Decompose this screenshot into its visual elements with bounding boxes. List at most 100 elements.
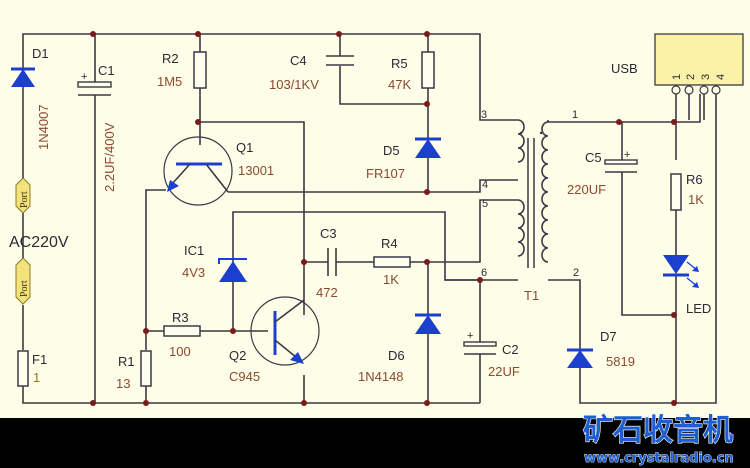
wire-f1-bottom (22, 386, 95, 404)
r6-ref: R6 (686, 172, 703, 187)
r4-value: 1K (383, 272, 399, 287)
t1-pin-6: 6 (481, 267, 487, 279)
r3-value: 100 (169, 344, 191, 359)
watermark-url: www.crystalradio.cn (584, 451, 734, 466)
t1-pin-1: 1 (572, 109, 578, 121)
capacitor-c2[interactable]: + C2 22UF (463, 330, 520, 379)
t1-pin-3: 3 (481, 109, 487, 121)
wire-c5-bottom (621, 172, 676, 316)
wire-c4-bottom (339, 66, 428, 105)
svg-text:+: + (467, 330, 473, 342)
q2-ref: Q2 (229, 348, 246, 363)
resistor-r4[interactable]: R4 1K (373, 236, 411, 287)
diode-d6[interactable]: D6 1N4148 (358, 313, 441, 384)
c2-value: 22UF (488, 364, 520, 379)
c5-value: 220UF (567, 182, 606, 197)
svg-text:+: + (81, 71, 87, 83)
transistor-q2[interactable]: Q2 C945 (229, 296, 320, 384)
ic1-value: 4V3 (182, 265, 205, 280)
f1-value: 1 (33, 370, 40, 385)
r1-ref: R1 (118, 354, 135, 369)
usb-pin-3: 3 (700, 74, 712, 80)
d1-value: 1N4007 (36, 104, 51, 150)
wire-q1-collector-q2 (200, 121, 305, 262)
wire-q1-emitter (145, 189, 166, 350)
watermark: 矿石收音机 www.crystalradio.cn (582, 412, 734, 466)
capacitor-c3[interactable]: C3 472 (316, 226, 338, 300)
resistor-r5[interactable]: R5 47K (388, 51, 435, 92)
q1-value: 13001 (238, 163, 274, 178)
resistor-r3[interactable]: R3 100 (163, 310, 201, 359)
resistor-r6[interactable]: R6 1K (670, 172, 704, 211)
t1-pin-2: 2 (573, 267, 579, 279)
usb-pin-1: 1 (671, 74, 683, 80)
transistor-q1[interactable]: Q1 13001 (163, 136, 274, 206)
c3-ref: C3 (320, 226, 337, 241)
port2-label: Port (19, 280, 30, 297)
led-ref: LED (686, 301, 711, 316)
port1-label: Port (19, 191, 30, 208)
resistor-r2[interactable]: R2 1M5 (157, 51, 207, 89)
d7-value: 5819 (606, 354, 635, 369)
usb-connector[interactable]: USB 1 2 3 4 (611, 33, 744, 95)
d5-value: FR107 (366, 166, 405, 181)
r1-value: 13 (116, 376, 130, 391)
wire-top-rail (22, 33, 518, 121)
c5-ref: C5 (585, 150, 602, 165)
svg-text:+: + (624, 149, 630, 161)
f1-ref: F1 (32, 352, 47, 367)
wire-q1-collector-t4 (228, 179, 518, 193)
watermark-title: 矿石收音机 (583, 413, 733, 448)
q1-ref: Q1 (236, 140, 253, 155)
r5-value: 47K (388, 77, 411, 92)
r5-ref: R5 (391, 56, 408, 71)
c1-ref: C1 (98, 63, 115, 78)
led[interactable]: LED (663, 255, 711, 316)
t1-pin-5: 5 (482, 198, 488, 210)
port-connector-1[interactable]: Port (15, 177, 31, 214)
usb-pin-4: 4 (715, 74, 727, 80)
resistor-r1[interactable]: R1 13 (116, 350, 152, 391)
c4-ref: C4 (290, 53, 307, 68)
zener-ic1[interactable]: IC1 4V3 (182, 243, 247, 282)
d6-value: 1N4148 (358, 369, 404, 384)
q2-value: C945 (229, 369, 260, 384)
d1-ref: D1 (32, 46, 49, 61)
ic1-ref: IC1 (184, 243, 204, 258)
c4-value: 103/1KV (269, 77, 319, 92)
usb-pin-2: 2 (685, 74, 697, 80)
c2-ref: C2 (502, 342, 519, 357)
d5-ref: D5 (383, 143, 400, 158)
diode-d5[interactable]: D5 FR107 (366, 137, 441, 181)
c1-value: 2.2UF/400V (102, 122, 117, 192)
wire-secondary-top (547, 94, 701, 123)
wire-d7-usb4 (548, 94, 717, 404)
d6-ref: D6 (388, 348, 405, 363)
wire-r4-t5 (410, 199, 518, 263)
schematic-background (0, 0, 750, 418)
usb-ref: USB (611, 61, 638, 76)
port-connector-2[interactable]: Port (15, 257, 31, 305)
capacitor-c1[interactable]: + C1 2.2UF/400V (77, 63, 117, 192)
r6-value: 1K (688, 192, 704, 207)
wires (22, 33, 717, 404)
bottom-black-band (0, 418, 750, 468)
transformer-t1[interactable]: 3 4 5 6 1 2 T1 (481, 109, 579, 303)
capacitor-c4[interactable]: C4 103/1KV (269, 53, 354, 92)
r3-ref: R3 (172, 310, 189, 325)
r2-value: 1M5 (157, 74, 182, 89)
r4-ref: R4 (381, 236, 398, 251)
junctions (90, 31, 677, 406)
fuse-f1[interactable]: F1 1 (17, 350, 47, 387)
capacitor-c5[interactable]: + C5 220UF (567, 149, 638, 197)
t1-ref: T1 (524, 288, 539, 303)
c3-value: 472 (316, 285, 338, 300)
r2-ref: R2 (162, 51, 179, 66)
d7-ref: D7 (600, 329, 617, 344)
diode-d7[interactable]: D7 5819 (567, 329, 635, 369)
ac220v-label: AC220V (9, 234, 69, 251)
t1-pin-4: 4 (482, 179, 488, 191)
diode-d1[interactable]: D1 1N4007 (11, 46, 51, 150)
